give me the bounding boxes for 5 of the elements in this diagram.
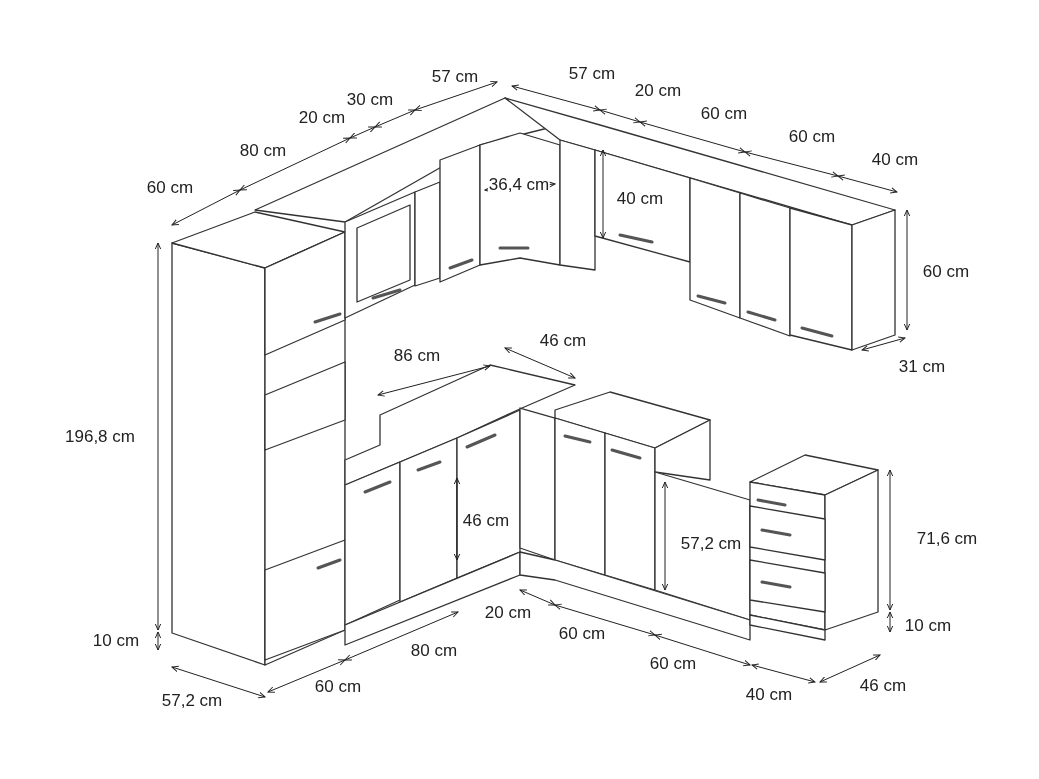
dimension-label: 71,6 cm <box>915 529 979 549</box>
dimension-label: 57,2 cm <box>679 534 743 554</box>
dimension-label: 57,2 cm <box>160 691 224 711</box>
dimension-label: 196,8 cm <box>64 427 136 447</box>
dimension-label: 36,4 cm <box>487 175 551 195</box>
